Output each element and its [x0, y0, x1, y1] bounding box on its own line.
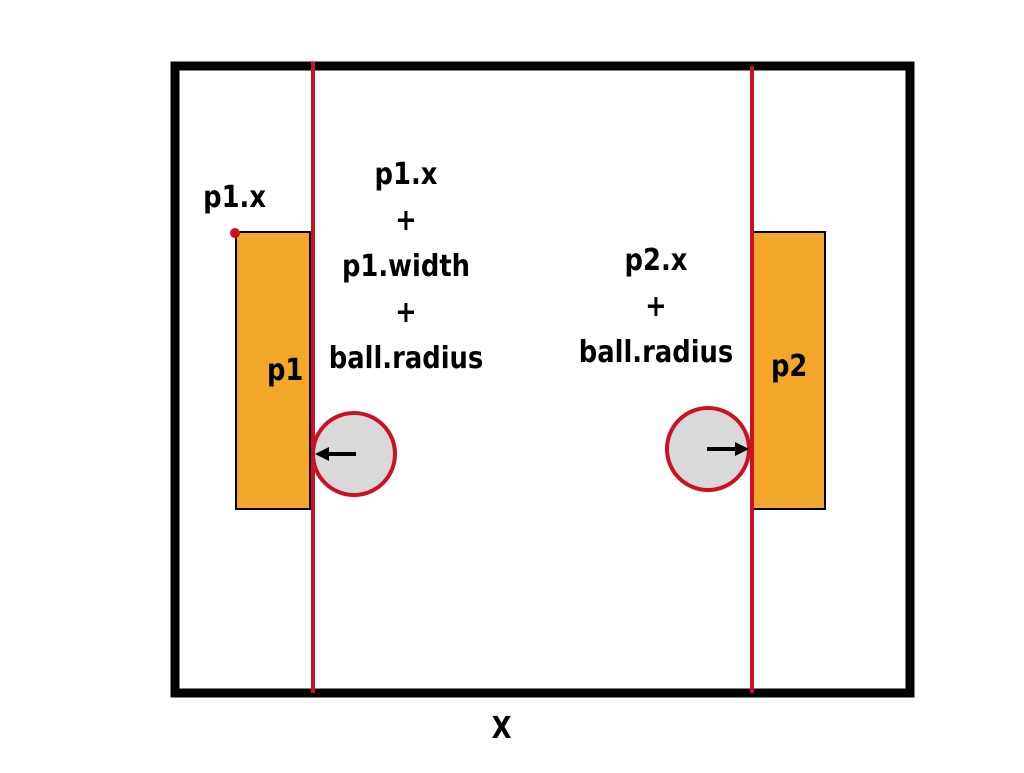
p1-bound-term: ball.radius	[328, 341, 484, 376]
x-axis-label: X	[491, 711, 512, 746]
p1-paddle-label: p1	[266, 353, 304, 388]
p2-bound-term: p2.x	[624, 243, 688, 278]
p1-bound-term: +	[395, 203, 417, 238]
p2-bound-term: +	[645, 289, 667, 324]
p1-bound-term: p1.width	[341, 249, 471, 284]
p1-x-label: p1.x	[203, 180, 266, 215]
arrow-right-icon	[707, 442, 749, 456]
p2-paddle-label: p2	[770, 349, 808, 384]
p2-bound-term: ball.radius	[578, 335, 734, 370]
arrow-left-icon	[315, 447, 356, 461]
p1-paddle	[235, 231, 311, 510]
p1-bound-formula: p1.x + p1.width + ball.radius	[329, 152, 484, 382]
p2-paddle	[751, 231, 826, 510]
p1-bound-term: p1.x	[374, 157, 438, 192]
left-ball	[311, 411, 397, 497]
right-ball	[665, 406, 751, 492]
p1-bound-term: +	[395, 295, 417, 330]
court-frame	[170, 61, 915, 698]
p1-origin-dot	[230, 228, 240, 238]
p2-bound-formula: p2.x + ball.radius	[579, 238, 734, 376]
